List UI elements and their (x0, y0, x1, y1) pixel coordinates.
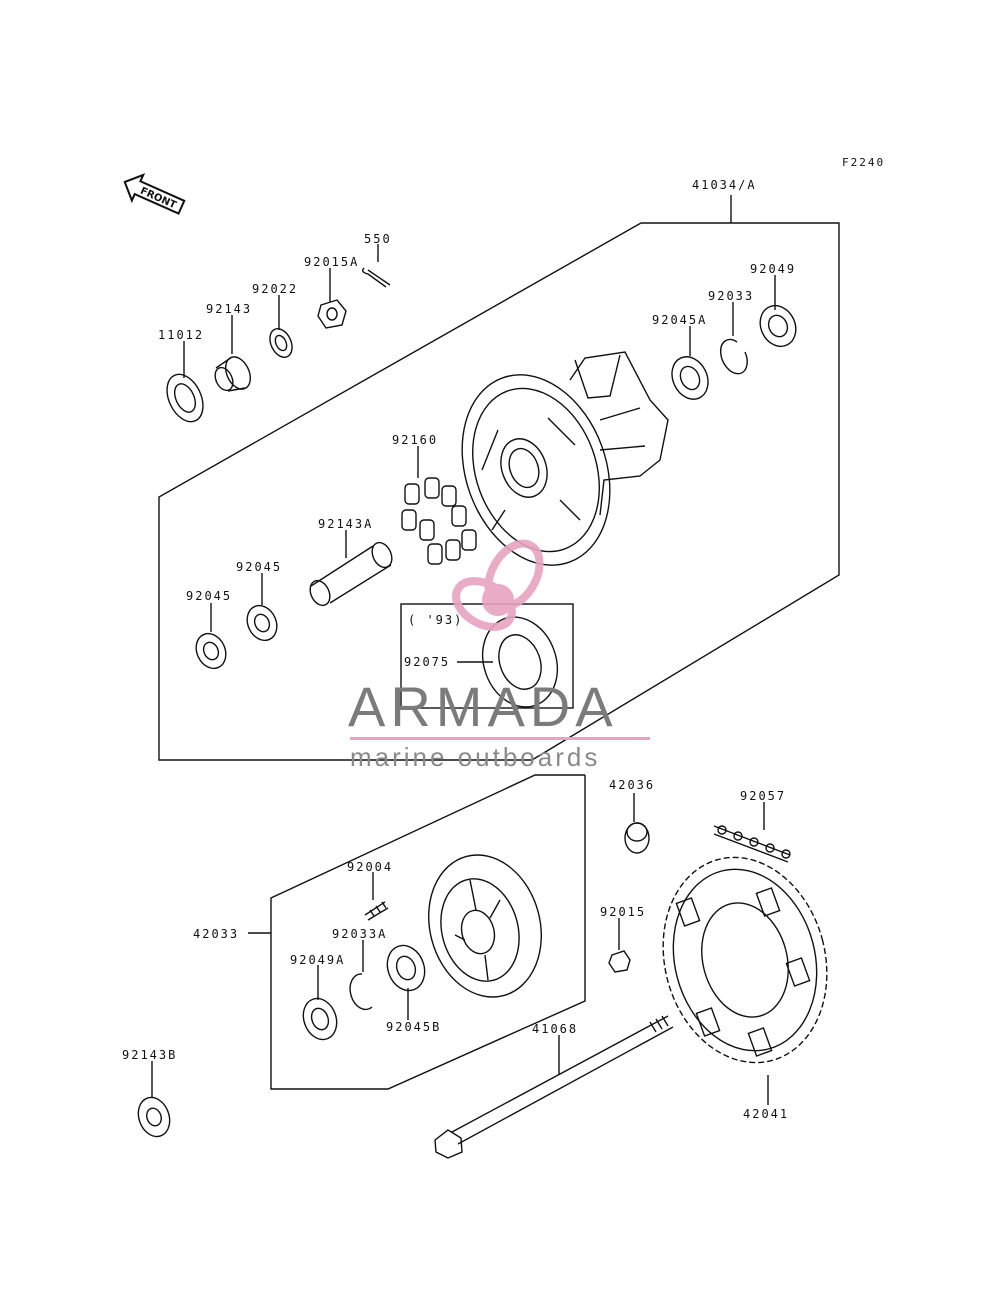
part-label-92049A[interactable]: 92049A (290, 953, 346, 967)
stud-92004 (364, 901, 389, 921)
part-label-92004[interactable]: 92004 (347, 860, 394, 874)
nut-92015 (608, 950, 631, 973)
part-label-550[interactable]: 550 (364, 232, 392, 246)
part-label-92045A[interactable]: 92045A (652, 313, 708, 327)
watermark-subtitle: marine outboards (350, 742, 601, 772)
watermark-divider (350, 737, 650, 740)
collar-92143 (225, 356, 251, 390)
spacer-92143A (309, 541, 393, 607)
part-label-92160[interactable]: 92160 (392, 433, 439, 447)
nut-92015A (317, 299, 347, 329)
chain-92057 (713, 825, 791, 863)
part-label-92033A[interactable]: 92033A (332, 927, 388, 941)
part-label-92045-b[interactable]: 92045 (186, 589, 233, 603)
bearing-92045-b (195, 632, 227, 670)
part-label-92033[interactable]: 92033 (708, 289, 755, 303)
part-label-92057[interactable]: 92057 (740, 789, 787, 803)
part-label-92143B[interactable]: 92143B (122, 1048, 178, 1062)
part-label-92015[interactable]: 92015 (600, 905, 647, 919)
collar-92143B (137, 1096, 171, 1138)
part-label-42036[interactable]: 42036 (609, 778, 656, 792)
front-arrow-icon: FRONT (123, 173, 186, 215)
circlip-92033A (349, 973, 373, 1011)
circlip-92033 (720, 338, 748, 375)
part-label-92049[interactable]: 92049 (750, 262, 797, 276)
part-label-41034A[interactable]: 41034/A (692, 178, 757, 192)
bearing-92045-a (246, 604, 278, 642)
hub-assembly-frame (158, 222, 840, 761)
cotter-pin-550 (361, 267, 391, 288)
part-label-42033[interactable]: 42033 (193, 927, 240, 941)
damper-set-92160 (401, 477, 477, 565)
part-label-41068[interactable]: 41068 (532, 1022, 579, 1036)
washer-92022 (269, 328, 293, 358)
sprocket-coupling-frame (270, 774, 586, 1090)
wheel-hub-41034A (461, 351, 669, 566)
part-label-92015A[interactable]: 92015A (304, 255, 360, 269)
part-label-42041[interactable]: 42041 (743, 1107, 790, 1121)
seal-92049A (302, 997, 338, 1041)
part-label-92143[interactable]: 92143 (206, 302, 253, 316)
seal-11012 (166, 373, 204, 423)
part-label-92075[interactable]: 92075 (404, 655, 451, 669)
part-label-92143A[interactable]: 92143A (318, 517, 374, 531)
part-label-11012[interactable]: 11012 (158, 328, 205, 342)
watermark-title: ARMADA (348, 675, 618, 738)
bearing-92045A (671, 356, 709, 400)
watermark-logo-icon (452, 539, 544, 631)
inset-year-label: ( '93) (408, 613, 464, 627)
part-label-92045-a[interactable]: 92045 (236, 560, 283, 574)
sprocket-42041 (662, 856, 828, 1064)
damper-ring-92075 (481, 616, 559, 708)
part-label-92045B[interactable]: 92045B (386, 1020, 442, 1034)
part-label-92022[interactable]: 92022 (252, 282, 299, 296)
coupling-42033 (428, 854, 542, 998)
seal-92049 (759, 304, 797, 348)
axle-41068 (434, 1015, 674, 1159)
bearing-92045B (386, 944, 426, 992)
figure-code: F2240 (842, 156, 886, 169)
